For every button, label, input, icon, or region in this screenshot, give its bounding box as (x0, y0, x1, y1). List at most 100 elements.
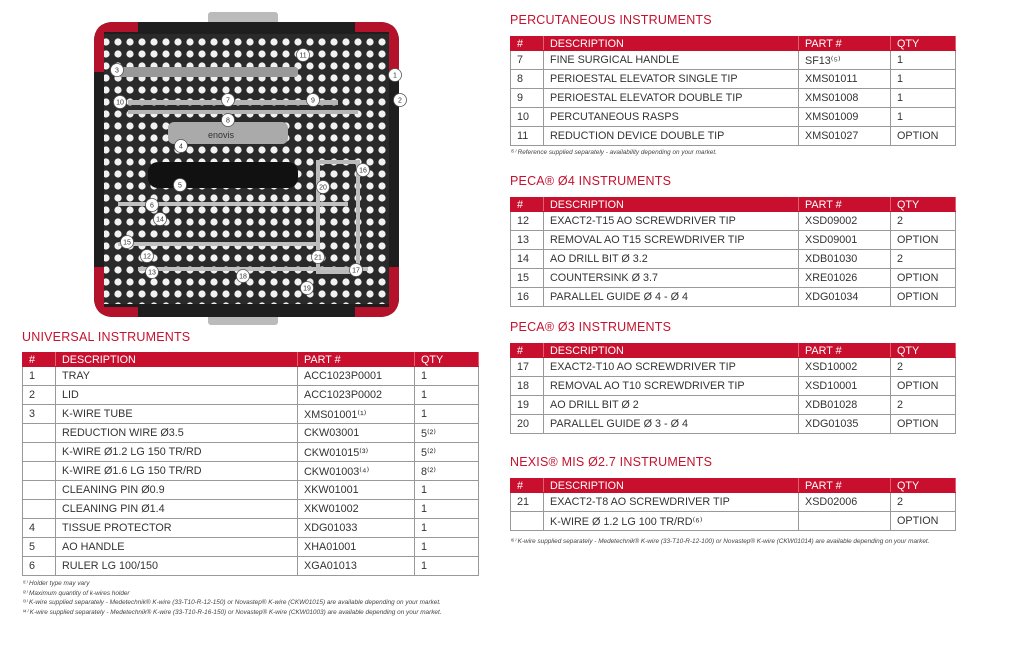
header-num: # (22, 352, 56, 367)
item-description: CLEANING PIN Ø0.9 (55, 480, 298, 500)
callout-number: 10 (116, 100, 124, 107)
item-number: 20 (510, 414, 544, 434)
item-number: 2 (22, 385, 56, 405)
item-number: 8 (510, 69, 544, 89)
callout-number: 9 (311, 98, 315, 105)
item-number: 9 (510, 88, 544, 108)
footnote: ⁽⁵⁾ Reference supplied separately - avai… (510, 149, 717, 156)
header-qty: QTY (890, 197, 956, 212)
quantity: 1 (890, 50, 956, 70)
tray-callout: 18 (236, 269, 250, 283)
item-description: TRAY (55, 366, 298, 386)
tray-callout: 10 (113, 95, 127, 109)
item-description: TISSUE PROTECTOR (55, 518, 298, 538)
item-number (22, 442, 56, 462)
callout-number: 11 (299, 53, 306, 60)
peca3-section-title: PECA® Ø3 INSTRUMENTS (510, 320, 672, 334)
item-description: REDUCTION DEVICE DOUBLE TIP (543, 126, 799, 146)
tray-callout: 12 (140, 249, 154, 263)
tray-callout: 6 (145, 198, 159, 212)
callout-number: 6 (150, 203, 154, 210)
quantity: OPTION (890, 230, 956, 250)
item-description: K-WIRE Ø 1.2 LG 100 TR/RD⁽⁶⁾ (543, 511, 799, 531)
callout-number: 18 (239, 274, 247, 281)
universal-section-title: UNIVERSAL INSTRUMENTS (22, 330, 191, 344)
tray-callout: 7 (221, 93, 235, 107)
item-description: PARALLEL GUIDE Ø 3 - Ø 4 (543, 414, 799, 434)
header-num: # (510, 343, 544, 358)
callout-number: 3 (115, 68, 119, 75)
item-number: 16 (510, 287, 544, 307)
quantity: OPTION (890, 126, 956, 146)
header-part: PART # (798, 478, 891, 493)
quantity: 2 (890, 492, 956, 512)
item-number: 7 (510, 50, 544, 70)
percutaneous-section-title: PERCUTANEOUS INSTRUMENTS (510, 13, 712, 27)
part-number: XDG01035 (798, 414, 891, 434)
part-number: XMS01001⁽¹⁾ (297, 404, 415, 424)
quantity: OPTION (890, 268, 956, 288)
tray-callout: 1 (388, 68, 402, 82)
callout-number: 5 (178, 183, 182, 190)
tray-logo: enovis (208, 130, 235, 140)
quantity: OPTION (890, 511, 956, 531)
item-description: LID (55, 385, 298, 405)
header-desc: DESCRIPTION (543, 36, 799, 51)
callout-number: 7 (226, 98, 230, 105)
item-description: EXACT2-T8 AO SCREWDRIVER TIP (543, 492, 799, 512)
tray-callout: 16 (356, 163, 370, 177)
part-number: XMS01011 (798, 69, 891, 89)
item-number: 19 (510, 395, 544, 415)
item-description: COUNTERSINK Ø 3.7 (543, 268, 799, 288)
part-number: XRE01026 (798, 268, 891, 288)
quantity: 8⁽²⁾ (414, 461, 479, 481)
part-number: CKW03001 (297, 423, 415, 443)
part-number: ACC1023P0002 (297, 385, 415, 405)
part-number (798, 511, 891, 531)
item-description: AO DRILL BIT Ø 3.2 (543, 249, 799, 269)
item-number (22, 499, 56, 519)
percutaneous-footnotes: ⁽⁵⁾ Reference supplied separately - avai… (510, 148, 717, 158)
part-number: XHA01001 (297, 537, 415, 557)
callout-number: 14 (156, 217, 164, 224)
part-number: XDB01030 (798, 249, 891, 269)
tray-callout: 9 (306, 93, 320, 107)
item-number (510, 511, 544, 531)
part-number: XSD10002 (798, 357, 891, 377)
part-number: CKW01003⁽⁴⁾ (297, 461, 415, 481)
callout-number: 4 (179, 144, 183, 151)
quantity: 1 (414, 385, 479, 405)
part-number: XMS01008 (798, 88, 891, 108)
quantity: 2 (890, 211, 956, 231)
part-number: ACC1023P0001 (297, 366, 415, 386)
header-qty: QTY (890, 478, 956, 493)
callout-number: 1 (393, 73, 397, 80)
part-number: XSD02006 (798, 492, 891, 512)
quantity: 1 (414, 518, 479, 538)
item-description: AO DRILL BIT Ø 2 (543, 395, 799, 415)
footnote: ⁽⁴⁾ K-wire supplied separately - Medetec… (22, 608, 442, 616)
tray-callout: 5 (173, 178, 187, 192)
part-number: CKW01015⁽³⁾ (297, 442, 415, 462)
item-number: 3 (22, 404, 56, 424)
tray-callout: 15 (120, 235, 134, 249)
nexis-footnotes: ⁽⁶⁾ K-wire supplied separately - Medetec… (510, 537, 929, 547)
item-number (22, 461, 56, 481)
item-number: 5 (22, 537, 56, 557)
